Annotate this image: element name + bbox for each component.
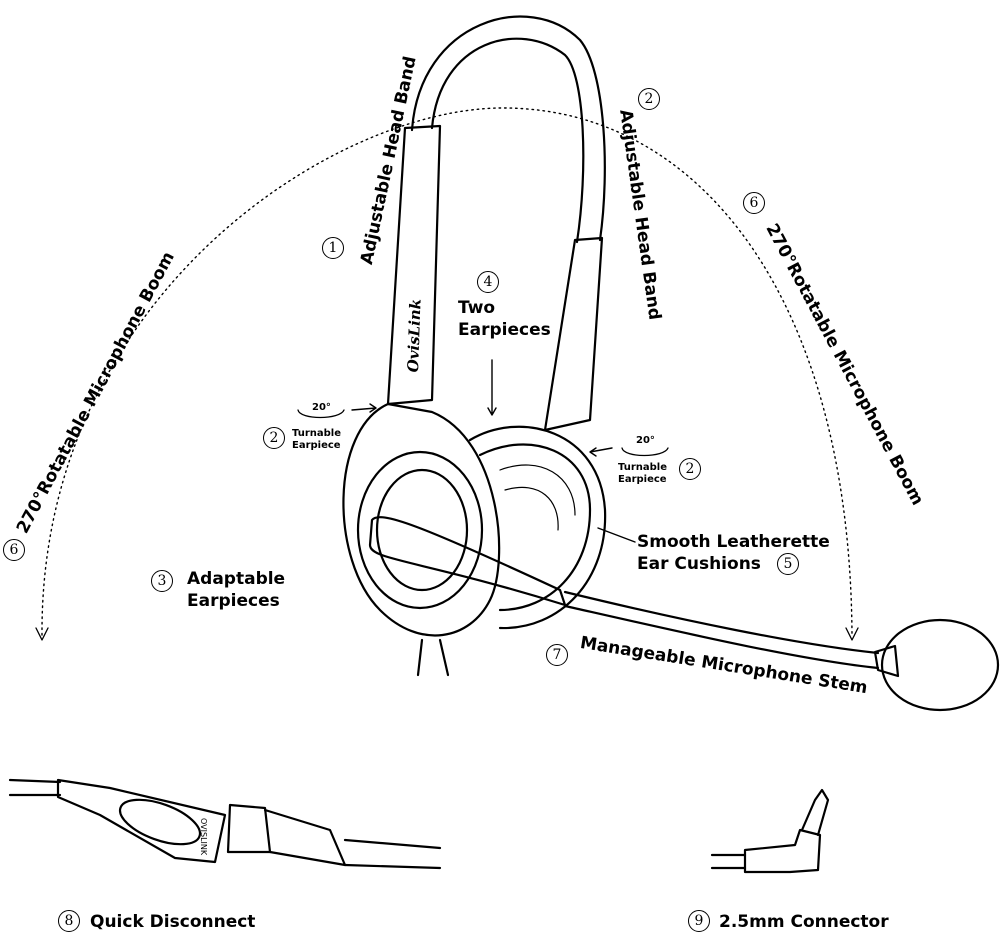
cushion-label-2: Ear Cushions xyxy=(637,554,761,574)
callout-number-7: 7 xyxy=(546,644,568,666)
right-cushion xyxy=(468,425,607,630)
callout-number-6-right: 6 xyxy=(743,192,765,214)
connector-illustration xyxy=(710,788,830,874)
callout-number-2-left: 2 xyxy=(263,427,285,449)
two-earpieces-label-1: Two xyxy=(458,298,496,318)
rotation-arc xyxy=(41,107,853,636)
callout-label-quick-disconnect: Quick Disconnect xyxy=(90,912,256,932)
callout-number-4: 4 xyxy=(477,271,499,293)
headband xyxy=(410,15,606,242)
callout-number-2: 2 xyxy=(638,88,660,110)
arc-arrow-right xyxy=(845,627,859,641)
turnable-label-right-1: Turnable xyxy=(618,462,668,473)
callout-number-9: 9 xyxy=(688,910,710,932)
adaptable-label-2: Earpieces xyxy=(187,591,280,611)
turnable-angle-right: 20° xyxy=(636,435,655,446)
turnable-label-right-2: Earpiece xyxy=(618,474,667,485)
quick-disconnect-brand: OVISLINK xyxy=(199,818,208,856)
callout-number-3: 3 xyxy=(151,570,173,592)
left-earcup xyxy=(342,402,501,637)
callout-number-1: 1 xyxy=(322,237,344,259)
right-slider xyxy=(543,236,604,432)
arc-arrow-left xyxy=(35,627,49,641)
turnable-angle-left: 20° xyxy=(312,402,331,413)
turnable-label-left-1: Turnable xyxy=(292,428,342,439)
adaptable-label-1: Adaptable xyxy=(187,569,286,589)
two-earpieces-label-2: Earpieces xyxy=(458,320,551,340)
mic-foam xyxy=(880,618,1000,712)
cushion-label-1: Smooth Leatherette xyxy=(637,532,830,552)
arrow-cushion xyxy=(597,527,636,543)
quick-disconnect-illustration xyxy=(8,778,442,870)
callout-number-5: 5 xyxy=(777,553,799,575)
arrow-turn-left xyxy=(351,403,377,413)
cord xyxy=(416,638,450,677)
brand-logo: OvisLink xyxy=(404,298,425,373)
arrow-turn-right xyxy=(589,447,613,457)
callout-number-6-left: 6 xyxy=(3,539,25,561)
callout-label-connector: 2.5mm Connector xyxy=(719,912,889,932)
left-slider xyxy=(386,124,442,406)
arrow-two xyxy=(487,359,497,416)
callout-number-2-right: 2 xyxy=(679,458,701,480)
turnable-label-left-2: Earpiece xyxy=(292,440,341,451)
callout-number-8: 8 xyxy=(58,910,80,932)
